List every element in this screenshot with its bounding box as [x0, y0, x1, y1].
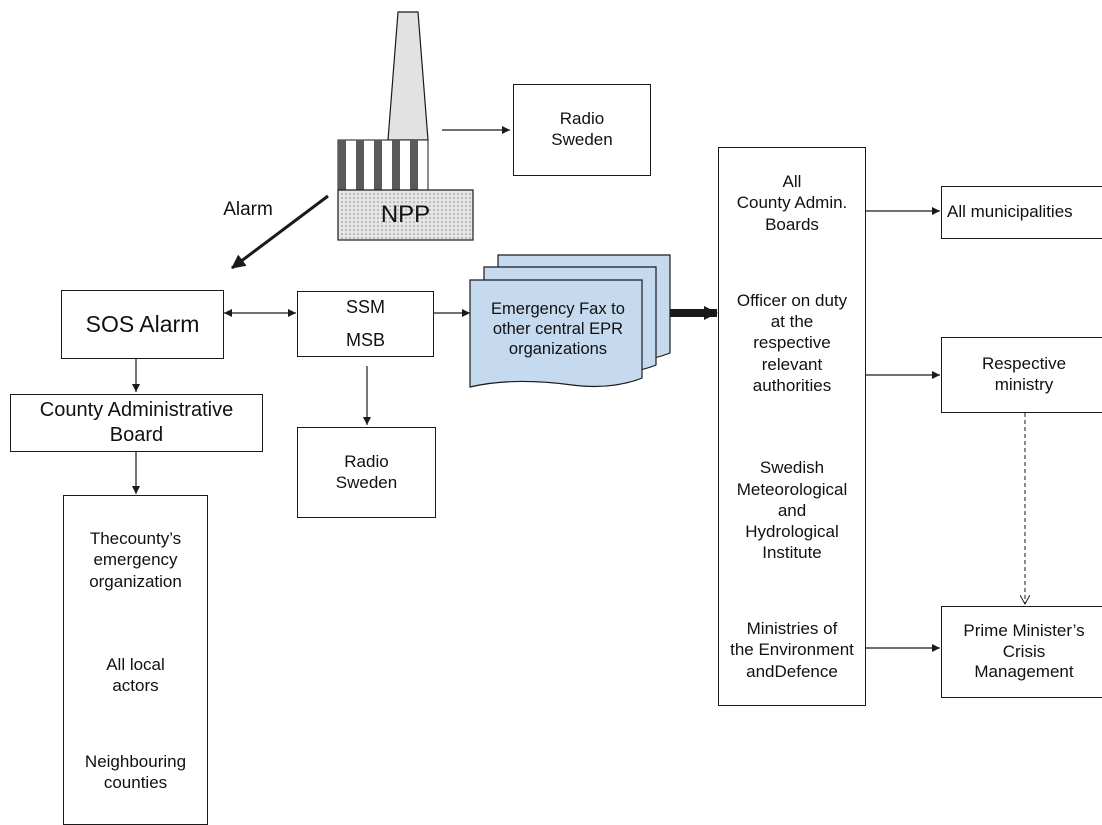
- respective-ministry-box: Respective ministry: [941, 337, 1102, 413]
- prime-minister-crisis-box: Prime Minister’s Crisis Management: [941, 606, 1102, 698]
- npp-label: NPP: [380, 200, 431, 228]
- sos-alarm-box: SOS Alarm: [61, 290, 224, 359]
- neighbouring-counties-cell: Neighbouring counties: [84, 751, 187, 792]
- ministries-env-defence-cell: Ministries of the Environment andDefence: [730, 619, 854, 681]
- fax-document-stack: [469, 254, 671, 388]
- officer-on-duty-cell: Officer on duty at the respective releva…: [736, 290, 848, 395]
- ssm-msb-box: [297, 291, 434, 357]
- npp-base: [337, 189, 474, 241]
- central-authorities-box: [718, 147, 866, 706]
- county-list-box: [63, 495, 208, 825]
- all-municipalities-box: All municipalities: [941, 186, 1102, 239]
- alarm-label: Alarm: [223, 198, 273, 220]
- county-board-box: County Administrative Board: [10, 394, 263, 452]
- chimney-shape: [387, 11, 429, 141]
- all-local-actors-cell: All local actors: [106, 654, 165, 695]
- nuclear-plant-icon: [337, 11, 474, 241]
- msb-cell: MSB: [345, 330, 385, 351]
- ssm-cell: SSM: [345, 297, 385, 318]
- county-emergency-organization-cell: Thecounty’s emergency organization: [89, 529, 182, 591]
- radio-sweden-mid-box: Radio Sweden: [297, 427, 436, 518]
- smhi-cell: Swedish Meteorological and Hydrological …: [736, 458, 848, 563]
- all-county-admin-boards-cell: All County Admin. Boards: [736, 172, 848, 234]
- emergency-fax-label: Emergency Fax to other central EPR organ…: [491, 300, 625, 358]
- radio-sweden-top-box: Radio Sweden: [513, 84, 651, 176]
- alarm-arrow: [231, 194, 329, 270]
